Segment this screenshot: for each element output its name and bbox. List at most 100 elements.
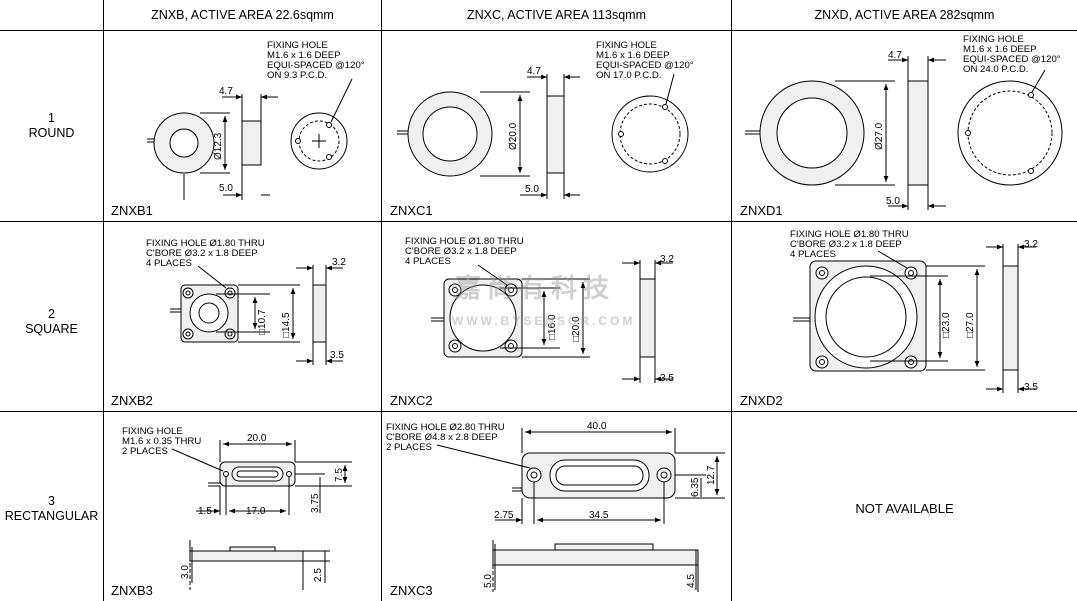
znxb3-annotations: FIXING HOLE M1.6 x 0.35 THRU 2 PLACES 20… — [122, 426, 345, 582]
dimension-label: 20.0 — [247, 433, 267, 444]
dimension-label: 5.0 — [525, 184, 539, 195]
dimension-label: 4.5 — [686, 574, 697, 588]
drawing-znxb1 — [147, 78, 353, 200]
note-line: M1.6 x 0.35 THRU — [122, 436, 201, 447]
drawing-znxc3 — [436, 428, 725, 592]
dimension-label: □20.0 — [571, 316, 582, 342]
row-number: 2 — [48, 307, 55, 321]
column-header-znxb: ZNXB, ACTIVE AREA 22.6sqmm — [151, 8, 334, 22]
note-line: 4 PLACES — [146, 258, 192, 269]
grid-line-row-3 — [0, 411, 1077, 412]
dimension-label: 5.0 — [219, 183, 233, 194]
note-line: 2 PLACES — [386, 442, 432, 453]
grid-line-row-2 — [0, 221, 1077, 222]
column-header-znxd: ZNXD, ACTIVE AREA 282sqmm — [814, 8, 995, 22]
dimension-label: □16.0 — [547, 314, 558, 340]
row-number: 3 — [48, 494, 55, 508]
column-header-znxc: ZNXC, ACTIVE AREA 113sqmm — [467, 8, 646, 22]
dimension-label: 5.0 — [886, 196, 900, 207]
znxc1-annotations: FIXING HOLE M1.6 x 1.6 DEEP EQUI-SPACED … — [508, 40, 694, 195]
dimension-label: 17.0 — [246, 506, 266, 517]
dimension-label: 2.5 — [313, 568, 324, 582]
dimension-label: □10.7 — [257, 309, 268, 335]
grid-line-col-3 — [731, 0, 732, 601]
not-available-text: NOT AVAILABLE — [855, 501, 954, 516]
row-label-round: 1 ROUND — [0, 111, 103, 141]
note-line: EQUI-SPACED @120° — [596, 60, 694, 71]
dimension-label: 3.5 — [1024, 382, 1038, 393]
note-line: EQUI-SPACED @120° — [267, 60, 365, 71]
drawing-znxb2 — [170, 265, 343, 365]
dimension-label: □14.5 — [281, 312, 292, 338]
dimension-label: Ø27.0 — [874, 122, 885, 150]
dimension-label: Ø20.0 — [508, 122, 519, 150]
drawing-znxc2 — [431, 260, 673, 383]
znxd1-annotations: FIXING HOLE M1.6 x 1.6 DEEP EQUI-SPACED … — [874, 34, 1061, 207]
note-line: C'BORE Ø3.2 x 1.8 DEEP — [790, 239, 902, 250]
row-label-square: 2 SQUARE — [0, 307, 103, 337]
dimension-label: 34.5 — [589, 510, 609, 521]
dimension-label: 1.5 — [198, 506, 212, 517]
dimension-label: 3.0 — [180, 565, 191, 579]
dimension-label: 3.5 — [330, 350, 344, 361]
row-name: ROUND — [28, 126, 75, 140]
note-line: EQUI-SPACED @120° — [963, 54, 1061, 65]
row-number: 1 — [48, 111, 55, 125]
drawing-znxd1 — [745, 56, 1063, 210]
dimension-label: 40.0 — [587, 421, 607, 432]
note-line: FIXING HOLE Ø1.80 THRU — [790, 229, 909, 240]
row-name: RECTANGULAR — [4, 509, 99, 523]
note-line: FIXING HOLE Ø1.80 THRU — [146, 238, 265, 249]
znxb2-annotations: FIXING HOLE Ø1.80 THRU C'BORE Ø3.2 x 1.8… — [146, 238, 346, 361]
grid-line-col-1 — [103, 0, 104, 601]
znxc2-annotations: FIXING HOLE Ø1.80 THRU C'BORE Ø3.2 x 1.8… — [405, 236, 674, 384]
note-line: 2 PLACES — [122, 446, 168, 457]
dimension-label: 4.7 — [219, 86, 233, 97]
model-label-znxb3: ZNXB3 — [111, 583, 153, 598]
grid-line-row-1 — [0, 30, 1077, 31]
grid-line-col-2 — [381, 0, 382, 601]
note-line: ON 24.0 P.C.D. — [963, 64, 1028, 75]
note-line: FIXING HOLE Ø1.80 THRU — [405, 236, 524, 247]
znxb1-annotations: FIXING HOLE M1.6 x 1.6 DEEP EQUI-SPACED … — [213, 40, 365, 194]
drawing-znxb3 — [171, 440, 352, 590]
note-line: 4 PLACES — [405, 256, 451, 267]
dimension-label: 3.75 — [310, 493, 321, 513]
row-label-rectangular: 3 RECTANGULAR — [0, 494, 103, 524]
note-line: FIXING HOLE — [963, 34, 1024, 45]
note-line: FIXING HOLE — [596, 40, 657, 51]
dimension-label: 3.2 — [660, 254, 674, 265]
drawing-znxc1 — [397, 73, 689, 199]
dimension-label: 4.7 — [527, 66, 541, 77]
row-name: SQUARE — [25, 322, 78, 336]
dimension-label: 5.0 — [483, 574, 494, 588]
drawing-znxd2 — [793, 244, 1036, 393]
note-line: 4 PLACES — [790, 249, 836, 260]
dimension-label: □23.0 — [941, 312, 952, 338]
dimension-label: 3.2 — [332, 257, 346, 268]
znxc3-annotations: FIXING HOLE Ø2.80 THRU C'BORE Ø4.8 x 2.8… — [386, 421, 717, 588]
note-line: FIXING HOLE — [267, 40, 328, 51]
dimension-label: 3.2 — [1024, 239, 1038, 250]
model-label-znxc3: ZNXC3 — [390, 583, 433, 598]
model-label-znxb1: ZNXB1 — [111, 203, 153, 218]
note-line: FIXING HOLE — [122, 426, 183, 437]
dimension-label: □27.0 — [965, 312, 976, 338]
note-line: FIXING HOLE Ø2.80 THRU — [386, 422, 505, 433]
note-line: M1.6 x 1.6 DEEP — [963, 44, 1037, 55]
note-line: C'BORE Ø3.2 x 1.8 DEEP — [146, 248, 258, 259]
dimension-label: 7.5 — [334, 468, 345, 482]
model-label-znxc2: ZNXC2 — [390, 393, 433, 408]
note-line: C'BORE Ø4.8 x 2.8 DEEP — [386, 432, 498, 443]
note-line: C'BORE Ø3.2 x 1.8 DEEP — [405, 246, 517, 257]
note-line: M1.6 x 1.6 DEEP — [596, 50, 670, 61]
dimension-label: 4.7 — [888, 50, 902, 61]
dimension-label: 2.75 — [494, 510, 514, 521]
note-line: ON 9.3 P.C.D. — [267, 70, 327, 81]
model-label-znxd2: ZNXD2 — [740, 393, 783, 408]
dimension-label: 12.7 — [706, 465, 717, 485]
dimension-label: 6.35 — [690, 477, 701, 497]
znxd2-annotations: FIXING HOLE Ø1.80 THRU C'BORE Ø3.2 x 1.8… — [790, 229, 1038, 393]
model-label-znxd1: ZNXD1 — [740, 203, 783, 218]
